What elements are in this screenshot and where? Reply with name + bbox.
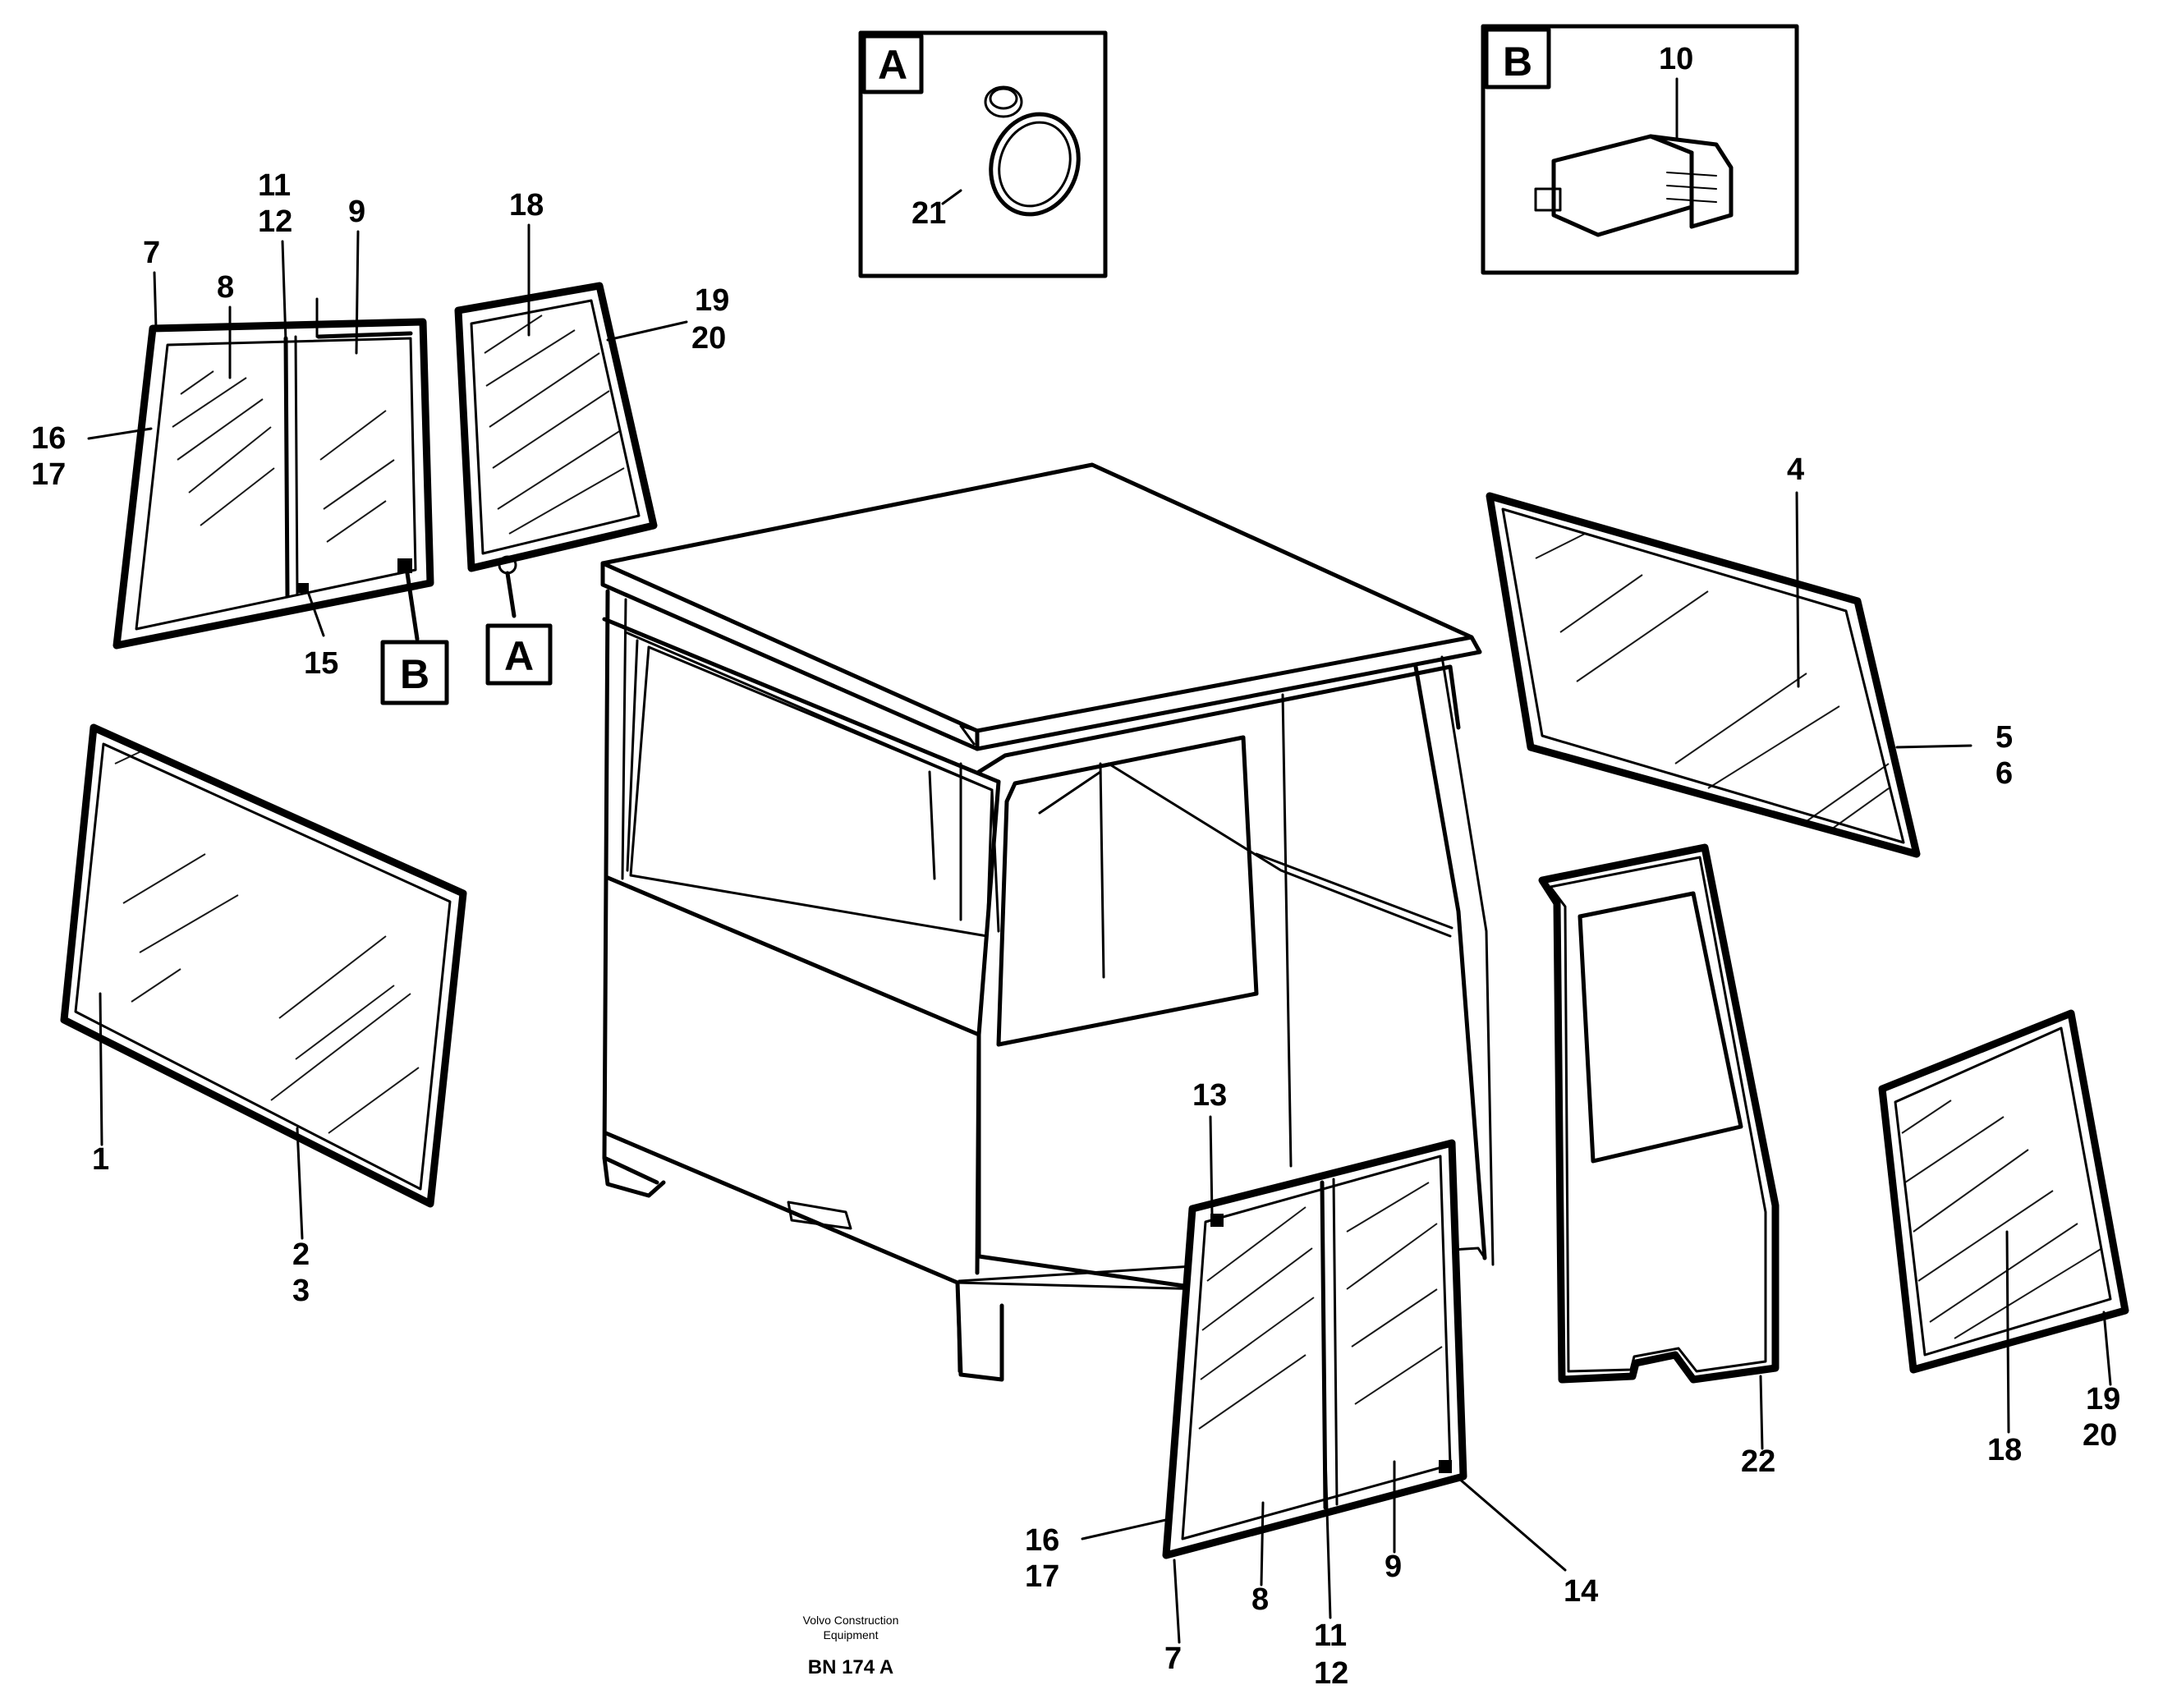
callout-19-lower: 19 — [2086, 1382, 2120, 1416]
drawing-reference: BN 174 A — [808, 1656, 893, 1678]
rear-window-large — [60, 723, 467, 1208]
detail-a-box: A 21 — [858, 30, 1108, 278]
callout-16-lower: 16 — [1025, 1523, 1059, 1558]
detail-b-letter: B — [1503, 39, 1532, 85]
callout-17: 17 — [31, 457, 66, 492]
callout-6: 6 — [1995, 756, 2013, 791]
retaining-ring-part — [984, 85, 1081, 217]
callout-14: 14 — [1564, 1574, 1598, 1609]
callout-4: 4 — [1787, 452, 1804, 487]
callout-20-lower: 20 — [2083, 1418, 2117, 1453]
callout-8: 8 — [217, 270, 234, 305]
callout-11: 11 — [258, 168, 291, 203]
callout-22: 22 — [1741, 1444, 1775, 1479]
detail-a-letter-frame — [861, 34, 924, 94]
maker-line-1: Volvo Construction — [803, 1614, 899, 1627]
callout-10: 10 — [1659, 42, 1693, 76]
door-panel — [1538, 843, 1780, 1384]
callout-2: 2 — [292, 1237, 310, 1272]
callout-9: 9 — [348, 195, 365, 229]
reference-letter-a: A — [504, 633, 534, 679]
latch-part — [1534, 134, 1734, 237]
detail-b-letter-frame — [1484, 27, 1551, 90]
callout-19: 19 — [695, 283, 729, 318]
callout-5: 5 — [1995, 720, 2013, 755]
detail-b-box: B 10 — [1481, 24, 1799, 275]
maker-line-2: Equipment — [824, 1628, 879, 1641]
callout-7-lower: 7 — [1164, 1641, 1182, 1676]
callout-16: 16 — [31, 421, 66, 456]
reference-box-b — [380, 640, 449, 705]
reference-letter-b: B — [400, 651, 429, 697]
reference-box-a — [485, 623, 553, 686]
sliding-side-window-lower — [1162, 1139, 1467, 1559]
callout-3: 3 — [292, 1274, 310, 1308]
sliding-side-window-upper — [113, 297, 434, 650]
callout-20: 20 — [691, 321, 726, 356]
callout-17-lower: 17 — [1025, 1559, 1059, 1594]
callout-8-lower: 8 — [1251, 1582, 1269, 1617]
callout-11-lower: 11 — [1314, 1618, 1347, 1653]
side-window-right — [1486, 492, 1921, 858]
callout-12: 12 — [258, 204, 292, 239]
callout-12-lower: 12 — [1314, 1656, 1348, 1691]
quarter-window-lower — [1878, 1009, 2129, 1374]
callout-18: 18 — [509, 188, 544, 223]
callout-18-lower: 18 — [1987, 1433, 2022, 1467]
callout-1: 1 — [92, 1142, 109, 1177]
callout-7: 7 — [143, 236, 160, 270]
detail-a-letter: A — [878, 42, 907, 88]
callout-9-lower: 9 — [1385, 1550, 1402, 1584]
callout-21: 21 — [912, 196, 946, 231]
quarter-window-upper — [454, 282, 658, 572]
callout-15: 15 — [304, 646, 338, 681]
cab-body — [600, 462, 1495, 1382]
callout-13: 13 — [1192, 1078, 1227, 1113]
